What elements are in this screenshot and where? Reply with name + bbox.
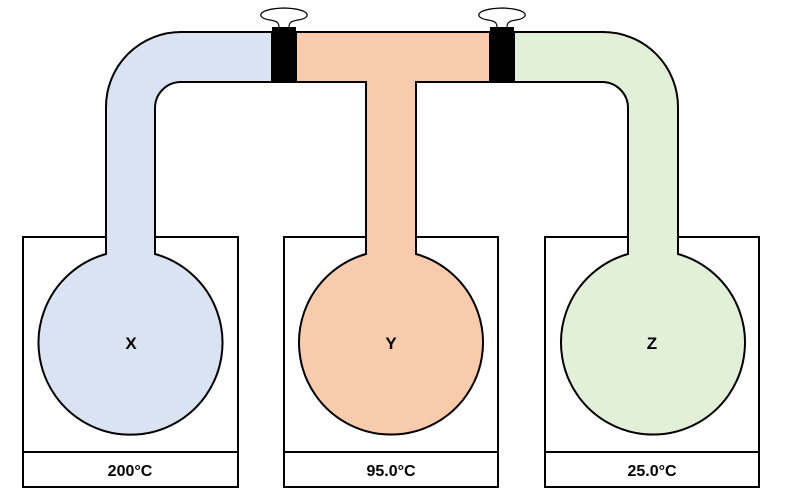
flask-label-x: X [125,334,137,353]
temperature-x: 200°C [108,463,153,480]
flask-x [37,31,273,436]
temp-box-y [283,451,499,488]
flask-label-y: Y [385,334,397,353]
flask-z [513,31,746,436]
stopcock-icon[interactable] [478,7,526,83]
temp-box-z [544,451,760,488]
flask-y [295,31,491,436]
temp-box-x [22,451,239,488]
temperature-z: 25.0°C [627,463,677,480]
flask-label-z: Z [647,334,657,353]
temperature-y: 95.0°C [366,463,416,480]
stopcock-icon[interactable] [260,7,308,83]
